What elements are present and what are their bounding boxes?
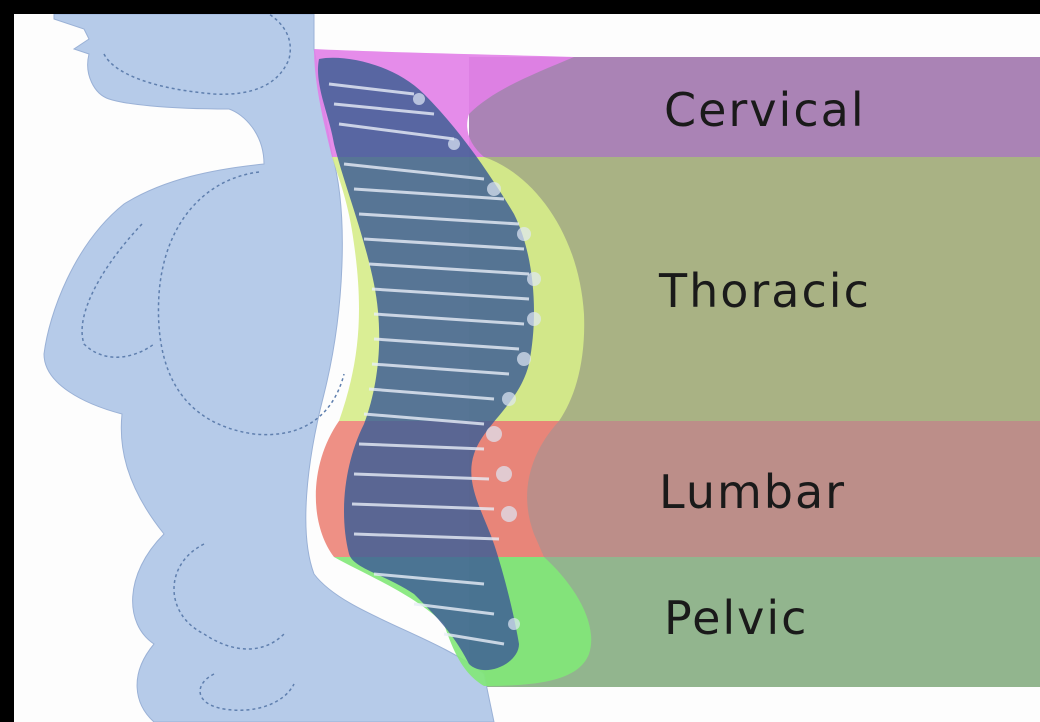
label-cervical: Cervical	[664, 83, 866, 137]
label-pelvic: Pelvic	[664, 591, 808, 645]
label-lumbar: Lumbar	[659, 465, 846, 519]
diagram-canvas: Cervical Thoracic Lumbar Pelvic	[14, 14, 1040, 722]
diagram-svg: Cervical Thoracic Lumbar Pelvic	[14, 14, 1040, 722]
label-thoracic: Thoracic	[658, 264, 871, 318]
